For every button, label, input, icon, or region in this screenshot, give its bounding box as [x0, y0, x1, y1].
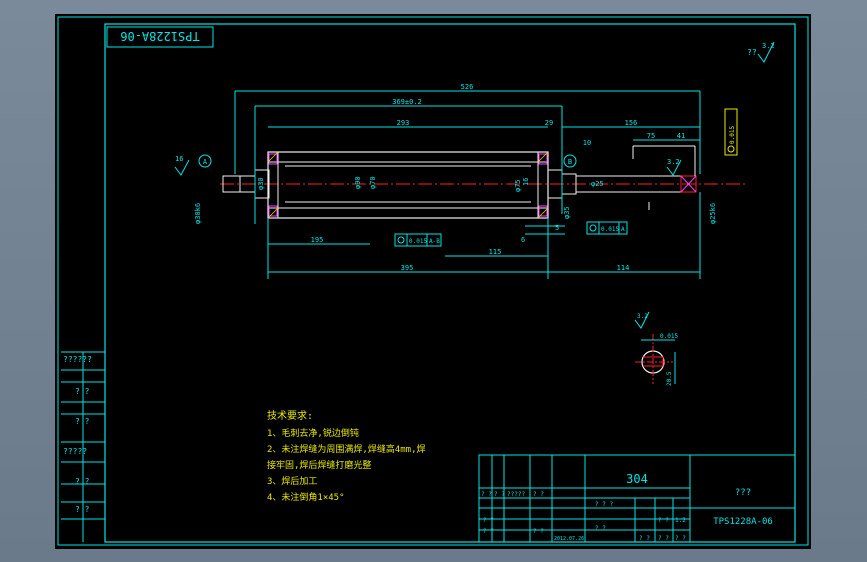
svg-text:? ?: ? ? [533, 528, 544, 535]
svg-text:?????: ????? [507, 491, 525, 498]
dia-d: φ30 [257, 177, 265, 190]
drawing-number-box [106, 26, 214, 48]
surface-mark: ?? [747, 48, 757, 57]
side-label-2: ? ? [75, 387, 90, 396]
right-shaft [561, 145, 697, 210]
datum-label-a: A [203, 158, 208, 166]
note-1: 1、毛刺去净,锐边倒钝 [267, 427, 359, 439]
drawing-number: TPS1228A-06 [713, 517, 773, 527]
section-h: 20.5 [666, 371, 673, 386]
dia-e: φ35 [563, 206, 571, 219]
svg-text:0.015: 0.015 [409, 238, 427, 245]
svg-text:A-B: A-B [429, 238, 440, 245]
note-3: 3、焊后加工 [267, 475, 317, 487]
svg-text:? ?: ? ? [533, 491, 544, 498]
tolerance-frame-3: 0.015 [724, 108, 738, 156]
scale: 1:2 [675, 517, 686, 524]
svg-text:2012.07.26: 2012.07.26 [554, 536, 584, 542]
notes-heading: 技术要求: [267, 409, 313, 422]
roughness-right [666, 159, 682, 176]
dia-c: φ75 [514, 179, 522, 192]
shaft-tol-left: φ30k6 [194, 203, 202, 224]
svg-text:? ?: ? ? [483, 517, 494, 524]
drawing-sheet: TPS1228A-06 ?? 3.2 ?????? ? ? ? ? ????? … [55, 14, 811, 549]
drawing-number-rotated: TPS1228A-06 [120, 29, 199, 43]
dim-overall: 526 [461, 83, 474, 91]
outer-frame [57, 16, 809, 546]
svg-text:? ?: ? ? [658, 535, 669, 542]
inner-frame [104, 23, 796, 543]
dim-395: 395 [401, 264, 414, 272]
shaft-tol-right: φ25k6 [709, 203, 717, 224]
roughness-symbol [757, 41, 775, 63]
section-view: 0.015 20.5 3.2 [634, 311, 678, 386]
dimension-lines [234, 90, 701, 279]
ra-right: 3.2 [667, 158, 680, 166]
side-label-1: ?????? [63, 355, 92, 364]
side-table: ?????? ? ? ? ? ????? ? ? ? ? [61, 351, 105, 542]
cad-drawing: TPS1228A-06 ?? 3.2 ?????? ? ? ? ? ????? … [57, 16, 809, 546]
svg-text:? ?: ? ? [675, 535, 686, 542]
dim-29: 29 [545, 119, 553, 127]
svg-text:? ?: ? ? [494, 491, 505, 498]
svg-text:? ?: ? ? [595, 525, 606, 532]
dim-inner: 293 [397, 119, 410, 127]
tolerance-frame-2: 0.015 A [586, 221, 628, 235]
dia-a: φ90 [354, 176, 362, 189]
note-2b: 接牢固,焊后焊缝打磨光整 [267, 459, 371, 471]
dim-41: 41 [677, 132, 685, 140]
datum-label-b: B [568, 158, 572, 166]
svg-text:? ?: ? ? [658, 517, 669, 524]
side-label-5: ? ? [75, 477, 90, 486]
technical-notes: 技术要求: 1、毛刺去净,锐边倒钝 2、未注焊缝为周围满焊,焊缝高4mm,焊 接… [267, 409, 426, 503]
material: 304 [626, 472, 648, 486]
dim-195: 195 [311, 236, 324, 244]
dimension-texts: 526 369±0.2 293 29 156 75 41 10 195 115 … [175, 83, 717, 272]
svg-text:0.015: 0.015 [729, 126, 736, 144]
side-label-6: ? ? [75, 505, 90, 514]
dim-114: 114 [617, 264, 630, 272]
svg-text:? ?: ? ? [639, 535, 650, 542]
side-label-4: ????? [63, 447, 87, 456]
svg-text:0.015: 0.015 [601, 226, 619, 233]
svg-text:? ?: ? ? [481, 491, 492, 498]
section-tol: 0.015 [660, 333, 678, 340]
datum-circle-a [198, 154, 212, 168]
dim-75: 75 [647, 132, 655, 140]
svg-text:A: A [621, 226, 625, 233]
roller-body [254, 151, 563, 219]
title-cell: ??? [735, 488, 751, 498]
dim-156: 156 [625, 119, 638, 127]
dia-f: φ25 [591, 180, 604, 188]
dia-b: φ70 [369, 176, 377, 189]
note-4: 4、未注倒角1×45° [267, 491, 345, 503]
side-label-3: ? ? [75, 417, 90, 426]
dim-body: 369±0.2 [392, 98, 422, 106]
datum-circle-b [563, 154, 577, 168]
tolerance-frame-1: 0.015 A-B [394, 233, 442, 247]
dim-16a: 16 [175, 155, 183, 163]
title-block: 304 ??? TPS1228A-06 ? ? ? ? ????? ? ? ? … [478, 454, 796, 543]
svg-text:? ? ?: ? ? ? [595, 501, 613, 508]
section-ra: 3.2 [637, 313, 648, 320]
dim-115: 115 [489, 248, 502, 256]
svg-text:? ?: ? ? [483, 528, 494, 535]
dim-6: 6 [521, 236, 525, 244]
roughness-left [174, 159, 190, 176]
dim-16b: 16 [522, 178, 530, 186]
dim-10: 10 [583, 139, 591, 147]
surface-value: 3.2 [762, 42, 775, 50]
dim-5: 5 [555, 224, 559, 232]
note-2: 2、未注焊缝为周围满焊,焊缝高4mm,焊 [267, 443, 426, 455]
